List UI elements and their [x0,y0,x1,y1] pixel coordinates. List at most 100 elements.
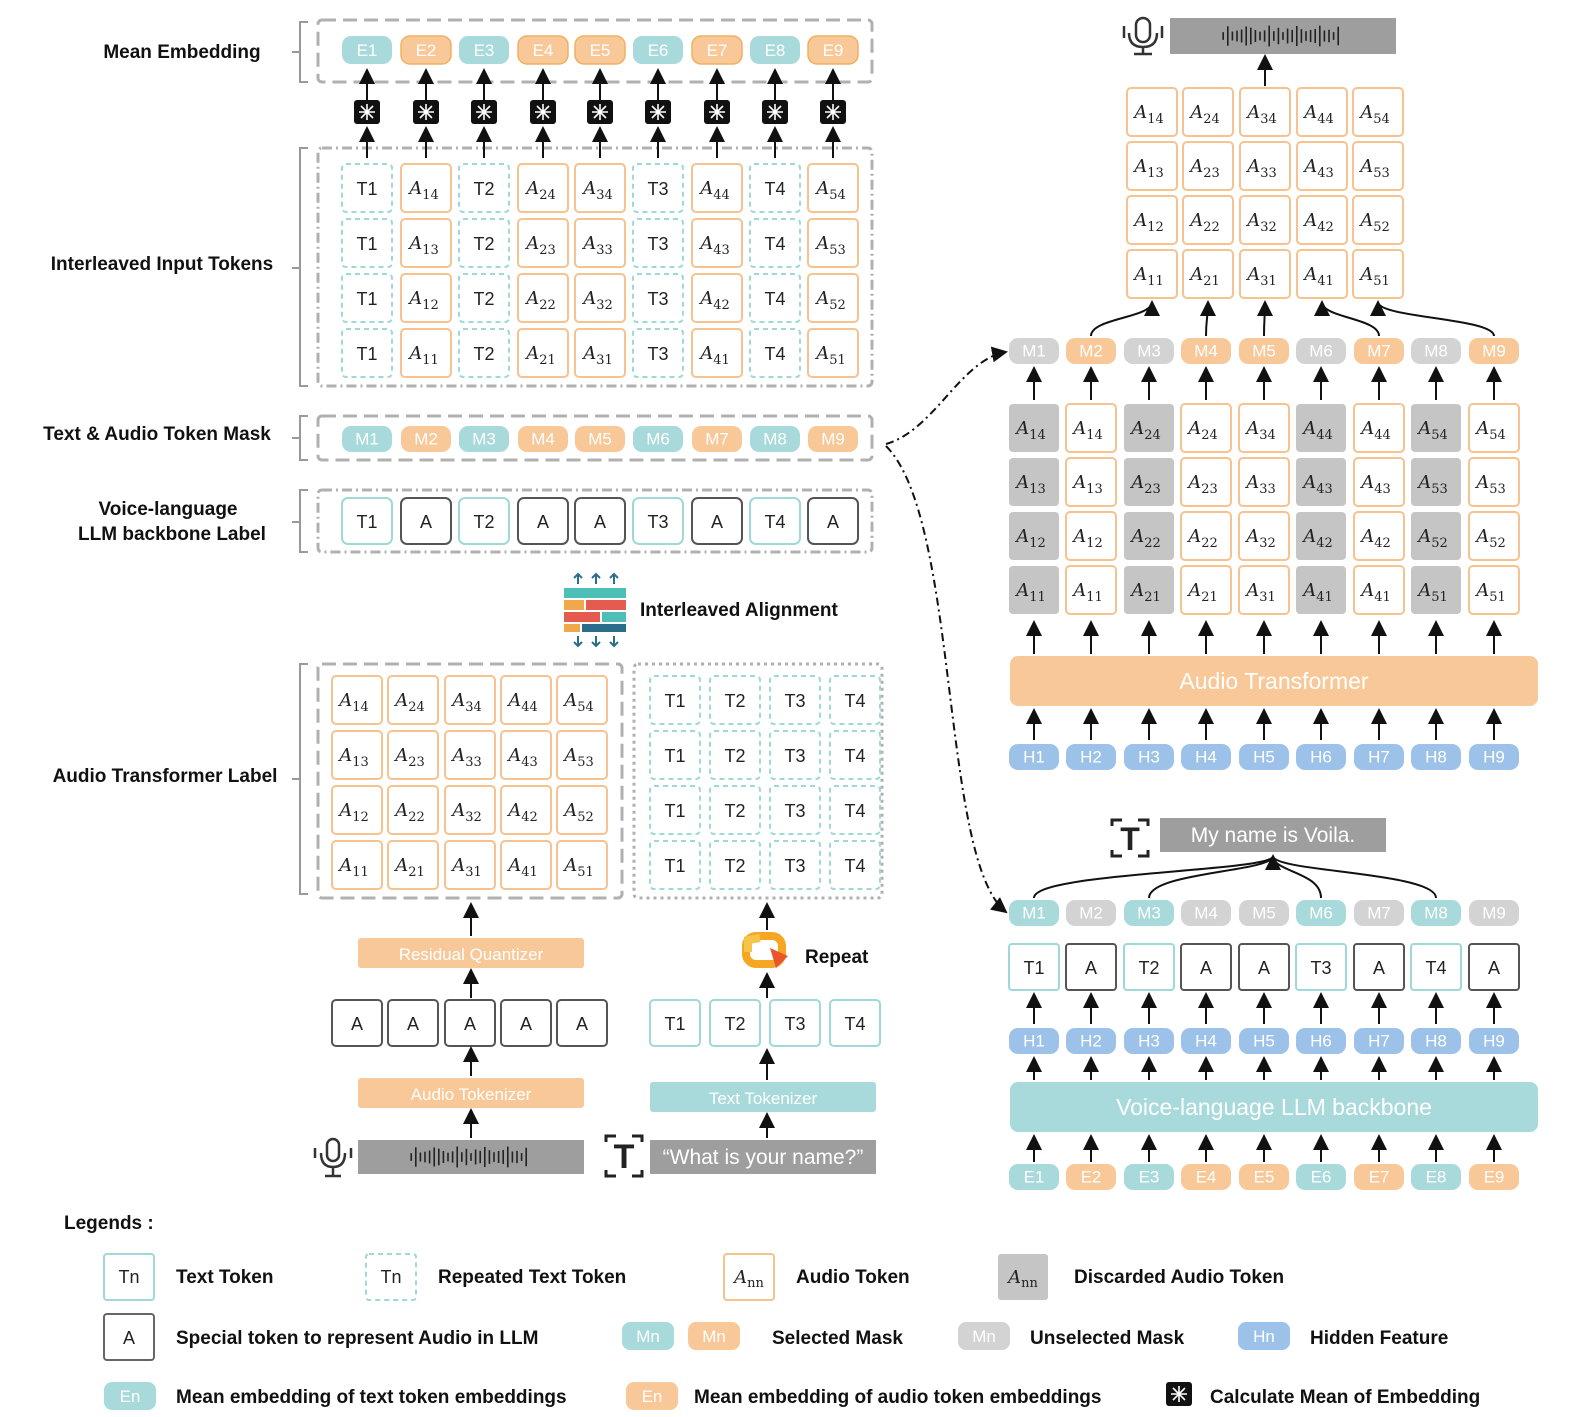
mean-embedding-e2 [400,35,452,65]
mask-to-output-connector [1199,300,1216,337]
legend-hidden-swatch [1238,1322,1290,1350]
legend-unselected-mask: Unselected Mask [1030,1328,1185,1349]
repeated-text-token-text: T2 [724,691,745,711]
audio-token [1180,511,1232,561]
mask-m1-text: M1 [355,430,379,449]
repeat-label: Repeat [805,947,869,968]
repeated-text-token [649,730,701,780]
llm-mask-m4 [1181,900,1231,926]
interleaved-audio-token [807,218,859,268]
output-audio-token [1239,87,1291,137]
llm-label-token [341,497,393,545]
mask-to-llm-connector [885,445,1008,914]
legend-audio-token: Audio Token [796,1267,910,1288]
audio-token [1353,403,1405,453]
interleaved-text-token-label: T4 [764,234,785,254]
repeated-text-token [709,785,761,835]
audio-special-token-text: A [351,1014,363,1034]
llm-embedding-e9-text: E9 [1484,1168,1505,1187]
llm-output-token [1065,943,1117,991]
audio-transformer-label-token [500,730,552,780]
discarded-audio-token [1296,404,1346,452]
llm-output-token-text: T1 [1023,958,1044,978]
audio-transformer-label-token [500,785,552,835]
discarded-audio-token [1009,458,1059,506]
audio-hidden-h6 [1296,744,1346,770]
discarded-audio-token [1124,566,1174,614]
audio-special-token [556,999,608,1047]
mask-m1 [342,426,392,452]
llm-mask-m2 [1066,900,1116,926]
mean-embedding-e7 [691,35,743,65]
audio-transformer-label-token [331,840,383,890]
audio-mask-m8-text: M8 [1424,342,1448,361]
interleaved-audio-token-label: A51 [814,343,846,368]
audio-mask-m6-text: M6 [1309,342,1333,361]
llm-label-token-text: A [537,512,549,532]
llm-mask-m1-text: M1 [1022,904,1046,923]
llm-mask-m2-text: M2 [1079,904,1103,923]
output-audio-token [1296,87,1348,137]
audio-hidden-h5 [1239,744,1289,770]
llm-embedding-e6-text: E6 [1311,1168,1332,1187]
audio-hidden-h9 [1469,744,1519,770]
mic-icon [313,1137,353,1178]
discarded-audio-token [1009,566,1059,614]
mask-m5 [575,426,625,452]
input-text-token-text: T1 [664,1014,685,1034]
interleaved-text-token-label: T1 [356,234,377,254]
repeat-icon [742,932,788,968]
interleaved-text-token [632,328,684,378]
audio-transformer-label-token [331,730,383,780]
audio-hidden-h2-text: H2 [1080,748,1102,767]
audio-transformer-label-token [444,840,496,890]
llm-mask-m7 [1354,900,1404,926]
audio-hidden-h3-text: H3 [1138,748,1160,767]
audio-mask-m9-text: M9 [1482,342,1506,361]
legend-mean-text-swatch [104,1382,156,1410]
interleaved-audio-token [517,163,569,213]
interleaved-audio-token [574,273,626,323]
repeated-text-token-text: T4 [844,746,865,766]
interleaved-text-token-label: T4 [764,289,785,309]
audio-mask-m5-text: M5 [1252,342,1276,361]
interleaved-audio-token [807,163,859,213]
legend-unselected-mask-swatch [958,1322,1010,1350]
interleaved-text-token-label: T2 [473,289,494,309]
repeated-text-token [709,840,761,890]
interleaved-text-token [749,328,801,378]
legend-mean-audio-swatch [626,1382,678,1410]
output-audio-token [1296,195,1348,245]
audio-token [1238,511,1290,561]
mask-to-output-connector [1090,300,1160,337]
llm-mask-m3-text: M3 [1137,904,1161,923]
legend-mean-text: Mean embedding of text token embeddings [176,1387,567,1408]
llm-output-token-text: T2 [1138,958,1159,978]
llm-label-line2: LLM backbone Label [78,524,266,545]
interleaved-text-token [341,218,393,268]
calc-mean-glyph [359,104,375,120]
llm-output-token [1410,943,1462,991]
mean-embedding-e8 [750,36,800,64]
text-input-bar [650,1140,876,1174]
repeated-text-token-text: T3 [784,691,805,711]
output-audio-token-text: A21 [1188,264,1220,289]
output-audio-token-text: A22 [1188,210,1220,235]
speaker-icon [1122,16,1164,56]
legend-text-token-swatch [103,1253,155,1301]
llm-label-token [400,497,452,545]
interleaved-text-token [458,328,510,378]
interleaved-audio-token [691,163,743,213]
text-tokenizer-text: Text Tokenizer [709,1089,818,1108]
legend-repeated-text-token: Repeated Text Token [438,1267,626,1288]
calc-mean-glyph [592,104,608,120]
repeated-text-token-text: T4 [844,801,865,821]
llm-embedding-e2-text: E2 [1081,1168,1102,1187]
llm-label-token [749,497,801,545]
discarded-audio-token [1296,458,1346,506]
legend-selected-mask: Selected Mask [772,1328,903,1349]
audio-transformer-label-token [331,785,383,835]
audio-mask-m7-text: M7 [1367,342,1391,361]
audio-transformer-text: Audio Transformer [1179,668,1369,694]
